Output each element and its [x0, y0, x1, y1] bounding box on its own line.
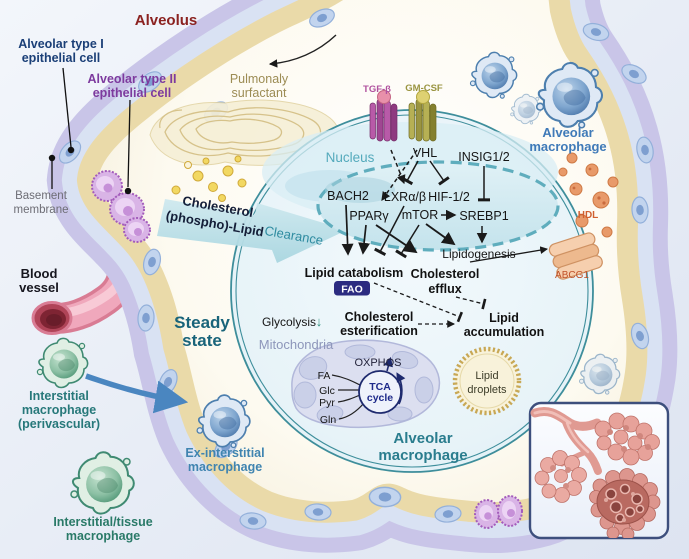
abcg1-transporter [548, 232, 603, 280]
mito-input-glc: Glc [319, 385, 335, 397]
surfactant-label-1: Pulmonaly [230, 72, 289, 86]
abcg1-label: ABCG1 [555, 270, 589, 281]
type2-epithelial-cells [91, 170, 151, 243]
alveolar-macrophage-top-2: macrophage [529, 139, 606, 154]
lipidogenesis: Lipidogenesis [442, 247, 515, 261]
mito-input-fa: FA [318, 370, 331, 382]
mito-input-pyr: Pyr [319, 397, 335, 409]
lipid-droplets-2: droplets [467, 384, 507, 396]
fao-label: FAO [341, 284, 363, 296]
type2-label-2: epithelial cell [93, 86, 172, 100]
blood-vessel-label-1: Blood [21, 266, 58, 281]
pparg: PPARγ [349, 209, 389, 223]
lipid-droplets-1: Lipid [475, 370, 498, 382]
type2-epithelial-cells-bottom [474, 495, 523, 529]
surfactant-arrow [268, 34, 337, 68]
cholesterol-efflux-2: efflux [428, 282, 461, 296]
lxr: LXRα/β [384, 190, 426, 204]
pointer-dots [48, 146, 132, 195]
migration-arrow [85, 373, 189, 414]
tgfb-receptor [369, 90, 398, 142]
lipid-droplets: Lipid droplets [452, 346, 522, 416]
hdl-particles [558, 152, 619, 238]
insig: INSIG1/2 [458, 150, 509, 164]
basement-label-2: membrane [14, 204, 69, 216]
alveolar-macrophage-top-1: Alveolar [542, 125, 593, 140]
ex-interstitial-label-1: Ex-interstitial [185, 446, 264, 460]
alveoli-inset [528, 401, 670, 540]
alveoli-cluster-top [594, 412, 660, 466]
tissue-mac-label-2: macrophage [66, 529, 140, 543]
alveolus-title: Alveolus [135, 12, 198, 29]
mitochondria: OXPHOS FA Glc Pyr Gln TCA cycle [291, 339, 441, 429]
tca-cycle-circle [358, 370, 402, 414]
mitochondria-label: Mitochondria [259, 337, 334, 352]
tgfb-label: TGF-β [363, 84, 391, 95]
gmcsf-ligand [416, 90, 430, 104]
steady-state-1: Steady [174, 313, 230, 332]
gmcsf-receptor [408, 90, 437, 142]
lipid-accumulation-1: Lipid [489, 311, 519, 325]
nucleus [316, 160, 560, 252]
basement-label-1: Basement [15, 190, 68, 202]
glycolysis-down-icon: ↓ [316, 314, 323, 329]
steady-state-2: state [182, 331, 222, 350]
interstitial-label-3: (perivascular) [18, 417, 100, 431]
type1-label-1: Alveolar type I [18, 37, 103, 51]
surfactant-label-2: surfactant [232, 86, 287, 100]
tca-2: cycle [367, 392, 393, 404]
surfactant-lipid-particles [171, 155, 247, 202]
lipid-accumulation-2: accumulation [464, 325, 545, 339]
type2-label-1: Alveolar type II [88, 72, 177, 86]
ex-interstitial-label-2: macrophage [188, 460, 262, 474]
glycolysis: Glycolysis [262, 315, 316, 329]
vhl: VHL [413, 146, 437, 160]
srebp1: SREBP1 [459, 209, 508, 223]
pathway-arrows [341, 149, 549, 328]
blood-vessel-label-2: vessel [19, 280, 59, 295]
tissue-mac-label-1: Interstitial/tissue [53, 515, 152, 529]
bach2: BACH2 [327, 189, 369, 203]
nucleus-label: Nucleus [326, 150, 375, 165]
interstitial-label-2: macrophage [22, 403, 96, 417]
pointer-lines [51, 67, 131, 189]
hif: HIF-1/2 [428, 190, 470, 204]
alveoli-cluster-left [534, 450, 587, 503]
alveoli-cluster-cut [589, 468, 661, 538]
cholesterol-efflux-1: Cholesterol [411, 267, 480, 281]
oxphos: OXPHOS [354, 357, 401, 369]
chol-esterification-1: Cholesterol [345, 310, 414, 324]
alveolar-macrophage-main-1: Alveolar [393, 430, 452, 447]
mtor: mTOR [402, 208, 439, 222]
type1-label-2: epithelial cell [22, 51, 101, 65]
tgfb-ligand [377, 90, 391, 104]
hdl-label: HDL [578, 210, 599, 221]
gmcsf-label: GM-CSF [405, 83, 443, 94]
mito-input-gln: Gln [320, 414, 337, 426]
tca-1: TCA [369, 381, 391, 393]
chol-esterification-2: esterification [340, 324, 418, 338]
lipid-catabolism: Lipid catabolism [305, 266, 404, 280]
clearance-arrow: Cholesterol (phospho)-Lipid Clearance [157, 193, 347, 263]
interstitial-label-1: Interstitial [29, 389, 89, 403]
fao-badge: FAO [334, 281, 370, 296]
alveolar-macrophage-main-2: macrophage [378, 447, 467, 464]
